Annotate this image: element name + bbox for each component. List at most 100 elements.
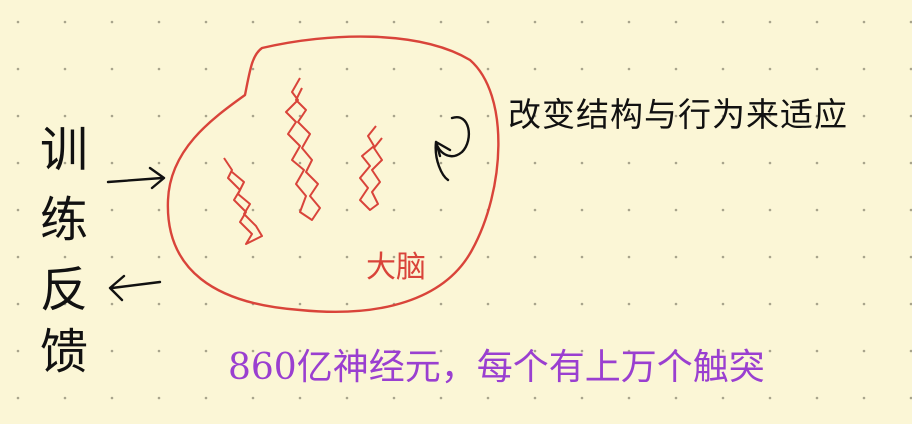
- grid-dot: [251, 67, 255, 71]
- left-label-char: 训: [40, 122, 89, 178]
- neuron-chain: [285, 77, 321, 221]
- grid-dot: [157, 396, 161, 400]
- grid-dot: [251, 161, 255, 165]
- left-label-char: 练: [40, 192, 89, 248]
- grid-dot: [627, 20, 631, 24]
- adaptation-note: 改变结构与行为来适应: [508, 95, 848, 134]
- grid-dot: [16, 396, 20, 400]
- grid-dot: [486, 302, 490, 306]
- grid-dot: [909, 114, 912, 118]
- grid-dot: [298, 67, 302, 71]
- brain-label: 大脑: [366, 250, 426, 285]
- grid-dot: [110, 208, 114, 212]
- grid-dot: [345, 20, 349, 24]
- grid-dot: [674, 67, 678, 71]
- grid-dot: [251, 114, 255, 118]
- grid-dot: [392, 67, 396, 71]
- grid-dot: [110, 161, 114, 165]
- grid-dot: [815, 302, 819, 306]
- grid-dot: [580, 255, 584, 259]
- grid-dot: [533, 114, 537, 118]
- grid-dot: [721, 208, 725, 212]
- grid-dot: [63, 114, 67, 118]
- grid-dot: [721, 396, 725, 400]
- grid-dot: [16, 161, 20, 165]
- grid-dot: [815, 255, 819, 259]
- grid-dot: [110, 349, 114, 353]
- grid-dot: [486, 161, 490, 165]
- feedback-loop-arrow: [434, 116, 470, 182]
- grid-dot: [674, 302, 678, 306]
- grid-dot: [815, 20, 819, 24]
- grid-dot: [721, 161, 725, 165]
- grid-dot: [16, 208, 20, 212]
- grid-dot: [16, 114, 20, 118]
- grid-dot: [580, 20, 584, 24]
- dot-grid: [16, 20, 912, 400]
- grid-dot: [486, 114, 490, 118]
- grid-dot: [533, 255, 537, 259]
- grid-dot: [721, 20, 725, 24]
- grid-dot: [768, 161, 772, 165]
- grid-dot: [157, 302, 161, 306]
- grid-dot: [627, 208, 631, 212]
- grid-dot: [909, 208, 912, 212]
- grid-dot: [63, 67, 67, 71]
- grid-dot: [533, 302, 537, 306]
- grid-dot: [862, 302, 866, 306]
- grid-dot: [63, 255, 67, 259]
- grid-dot: [345, 349, 349, 353]
- grid-dot: [157, 20, 161, 24]
- grid-dot: [110, 396, 114, 400]
- grid-dot: [110, 67, 114, 71]
- grid-dot: [862, 255, 866, 259]
- grid-dot: [721, 302, 725, 306]
- left-label-char: 馈: [40, 324, 89, 380]
- grid-dot: [862, 208, 866, 212]
- grid-dot: [768, 208, 772, 212]
- grid-dot: [16, 20, 20, 24]
- grid-dot: [721, 114, 725, 118]
- grid-dot: [909, 302, 912, 306]
- grid-dot: [533, 208, 537, 212]
- grid-dot: [486, 349, 490, 353]
- grid-dot: [674, 161, 678, 165]
- grid-dot: [392, 114, 396, 118]
- grid-dot: [345, 208, 349, 212]
- grid-dot: [63, 161, 67, 165]
- grid-dot: [815, 396, 819, 400]
- grid-dot: [251, 208, 255, 212]
- grid-dot: [345, 67, 349, 71]
- grid-dot: [486, 67, 490, 71]
- grid-dot: [157, 67, 161, 71]
- grid-dot: [204, 20, 208, 24]
- grid-dot: [392, 255, 396, 259]
- grid-dot: [204, 161, 208, 165]
- grid-dot: [721, 67, 725, 71]
- grid-dot: [580, 349, 584, 353]
- grid-dot: [157, 349, 161, 353]
- grid-dot: [862, 161, 866, 165]
- grid-dot: [909, 20, 912, 24]
- grid-dot: [533, 20, 537, 24]
- grid-dot: [298, 161, 302, 165]
- grid-dot: [157, 255, 161, 259]
- grid-dot: [580, 208, 584, 212]
- grid-dot: [251, 349, 255, 353]
- grid-dot: [16, 255, 20, 259]
- grid-dot: [204, 114, 208, 118]
- neuron-chain: [223, 157, 263, 245]
- grid-dot: [251, 20, 255, 24]
- grid-dot: [486, 20, 490, 24]
- grid-dot: [63, 302, 67, 306]
- grid-dot: [392, 349, 396, 353]
- grid-dot: [63, 20, 67, 24]
- grid-dot: [345, 302, 349, 306]
- grid-dot: [345, 396, 349, 400]
- grid-dot: [580, 302, 584, 306]
- grid-dot: [768, 114, 772, 118]
- grid-dot: [627, 349, 631, 353]
- grid-dot: [157, 114, 161, 118]
- grid-dot: [110, 302, 114, 306]
